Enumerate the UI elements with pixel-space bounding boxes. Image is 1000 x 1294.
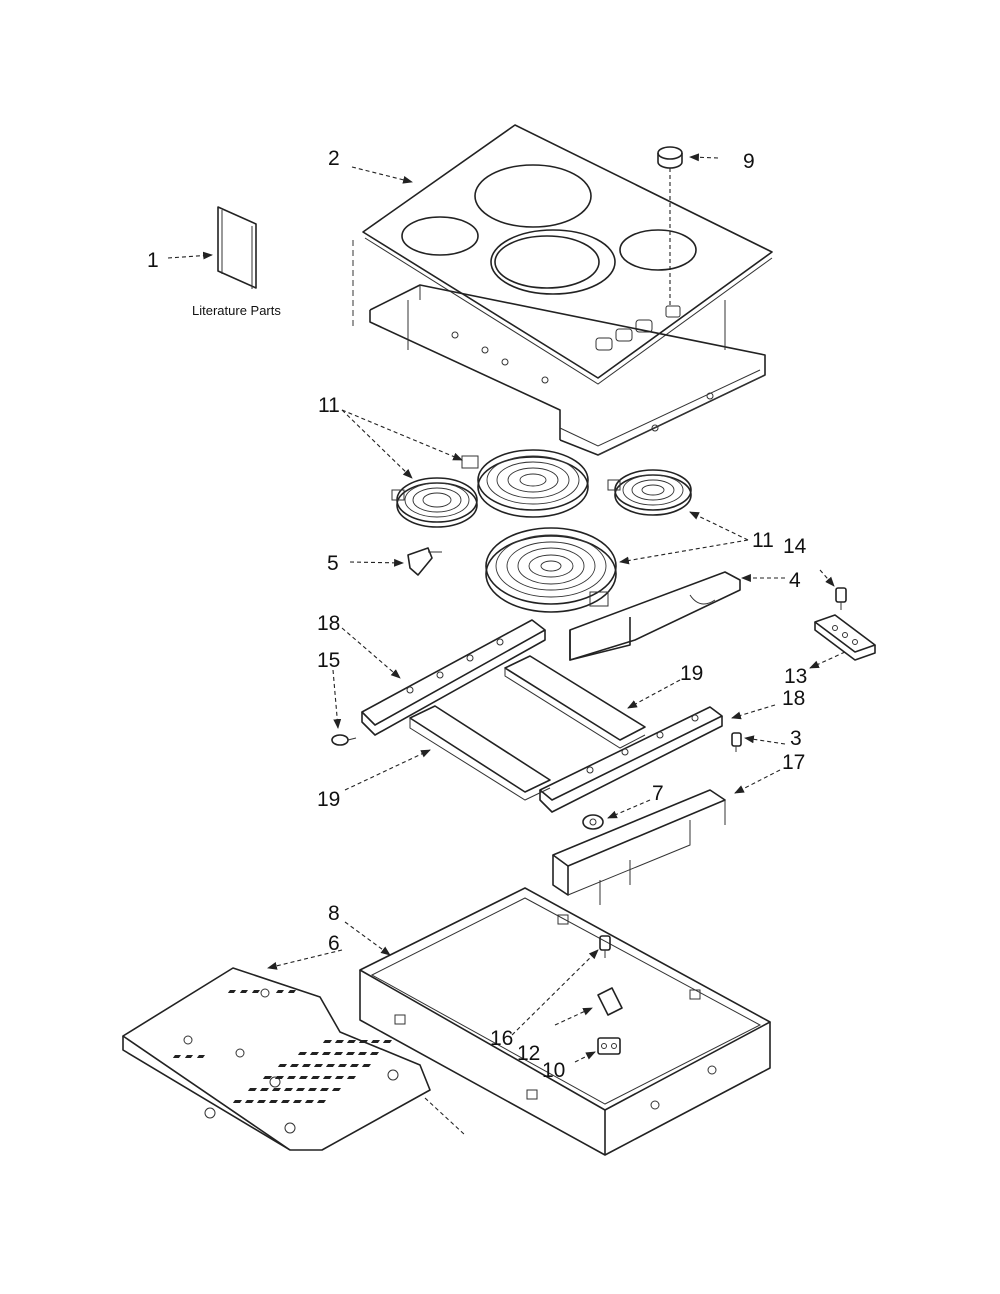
callout-15: 15 xyxy=(317,649,340,672)
callout-1: 1 xyxy=(147,249,159,272)
screw-16 xyxy=(599,935,611,958)
limit-switch xyxy=(582,814,604,830)
callout-16: 16 xyxy=(490,1027,513,1050)
screw-3 xyxy=(731,732,742,752)
cooktop-frame xyxy=(369,284,766,456)
callout-5: 5 xyxy=(327,552,339,575)
channel-bracket-right xyxy=(539,706,723,813)
element-clip xyxy=(407,547,442,576)
cooktop-glass-top xyxy=(352,124,773,385)
small-radiant-element-left xyxy=(391,477,478,528)
callout-6: 6 xyxy=(328,932,340,955)
screw-15 xyxy=(331,734,357,746)
callout-14: 14 xyxy=(783,535,807,558)
literature-parts-booklet xyxy=(217,206,257,289)
control-knob xyxy=(657,146,683,305)
callout-18-right: 18 xyxy=(782,687,805,710)
callout-3: 3 xyxy=(790,727,802,750)
callout-12: 12 xyxy=(517,1042,540,1065)
callout-11-right: 11 xyxy=(752,529,774,552)
large-radiant-element-back xyxy=(461,449,589,518)
callout-10: 10 xyxy=(542,1059,565,1082)
control-buttons xyxy=(595,305,681,351)
callout-19-left: 19 xyxy=(317,788,340,811)
wire-clip xyxy=(597,987,623,1016)
small-radiant-element-right xyxy=(607,469,692,516)
element-support-channel-lower xyxy=(409,705,551,801)
callout-19-right: 19 xyxy=(680,662,703,685)
callout-4: 4 xyxy=(789,569,801,592)
vent-holes xyxy=(172,990,392,1103)
callout-18-left: 18 xyxy=(317,612,340,635)
callout-8: 8 xyxy=(328,902,340,925)
callout-13: 13 xyxy=(784,665,807,688)
callout-labels: 1 2 9 11 11 14 5 4 18 15 13 19 18 3 17 1… xyxy=(147,147,807,1082)
callout-7: 7 xyxy=(652,782,664,805)
leader-lines xyxy=(167,153,846,1136)
large-radiant-element-front xyxy=(485,527,617,613)
terminal-block xyxy=(814,614,876,661)
terminal-connector xyxy=(597,1037,621,1055)
element-support-channel-upper xyxy=(504,655,646,749)
bottom-vented-panel xyxy=(122,967,431,1151)
callout-11-top: 11 xyxy=(318,394,340,417)
literature-parts-caption: Literature Parts xyxy=(192,303,281,318)
mounting-bracket xyxy=(552,789,726,905)
side-bracket xyxy=(569,571,741,661)
channel-bracket-left xyxy=(361,619,546,736)
callout-9: 9 xyxy=(743,150,755,173)
callout-17: 17 xyxy=(782,751,805,774)
callout-2: 2 xyxy=(328,147,340,170)
screw-14 xyxy=(835,587,847,610)
cooktop-bottom-box xyxy=(359,887,771,1156)
